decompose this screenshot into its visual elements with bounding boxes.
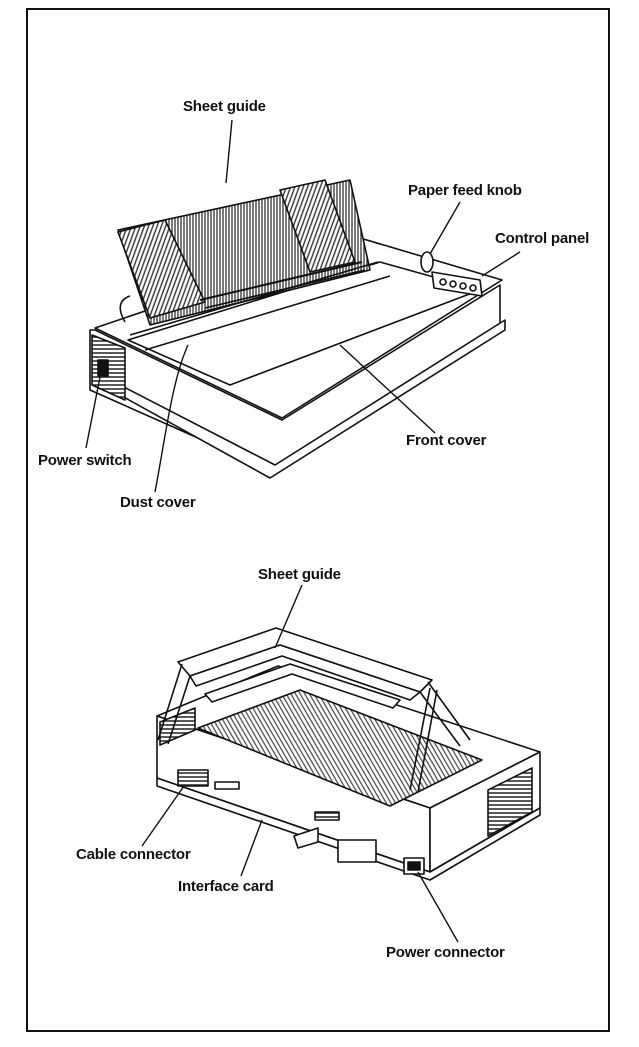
label-cable-connector: Cable connector (76, 846, 191, 863)
power-switch (98, 360, 108, 376)
interface-card-slot (215, 782, 239, 789)
cable-connector-port (178, 770, 208, 786)
label-dust-cover: Dust cover (120, 494, 196, 511)
label-interface-card: Interface card (178, 878, 274, 895)
label-sheet-guide-bottom: Sheet guide (258, 566, 341, 583)
label-paper-feed-knob: Paper feed knob (408, 182, 522, 199)
bottom-printer (157, 628, 540, 880)
label-sheet-guide-top: Sheet guide (183, 98, 266, 115)
label-control-panel: Control panel (495, 230, 589, 247)
label-front-cover: Front cover (406, 432, 486, 449)
label-power-switch: Power switch (38, 452, 131, 469)
label-power-connector: Power connector (386, 944, 505, 961)
paper-feed-knob (421, 252, 433, 272)
